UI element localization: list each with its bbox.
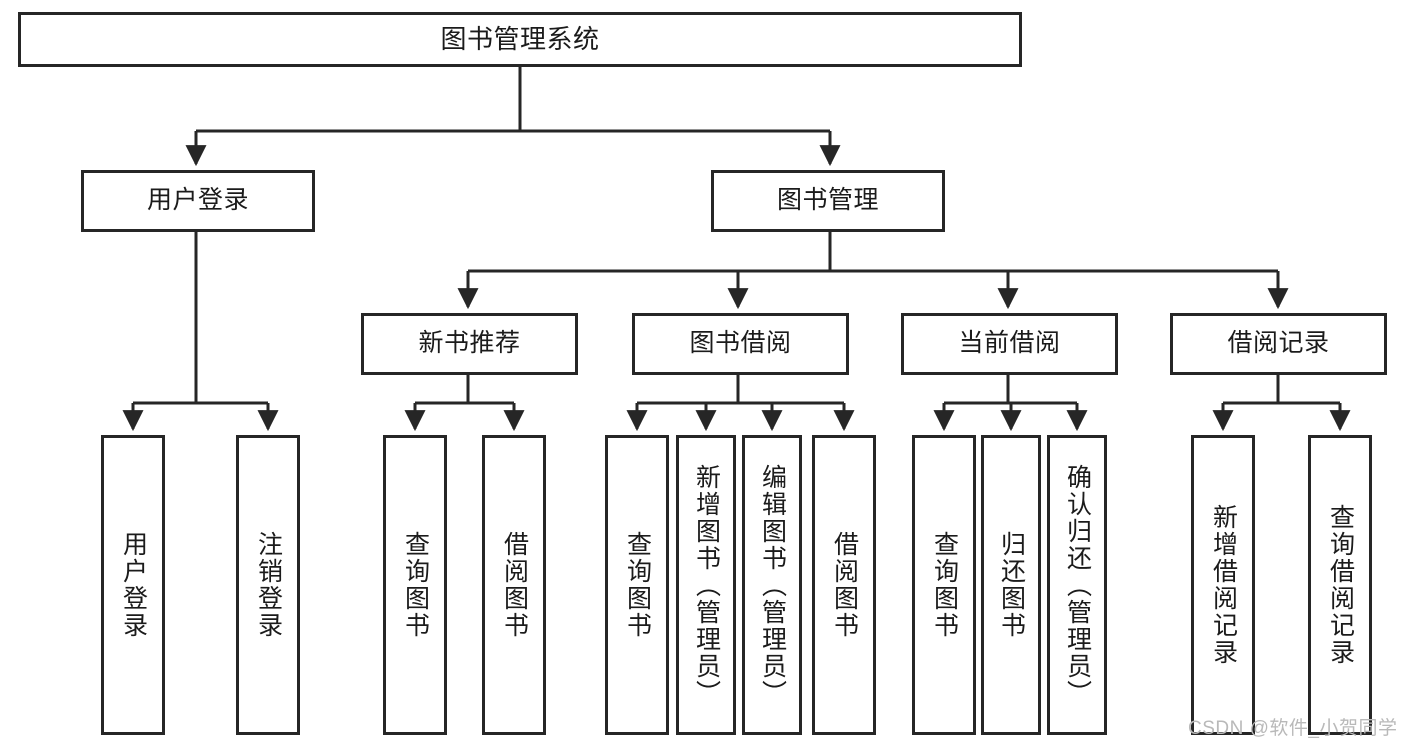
node-label: 新书推荐 (418, 329, 521, 358)
leaf-current-return-book[interactable]: 归还图书 (981, 435, 1041, 735)
node-new-book-recommend[interactable]: 新书推荐 (361, 313, 578, 375)
leaf-borrow-add-book-admin[interactable]: 新增图书（管理员） (676, 435, 736, 735)
leaf-recommend-query-book[interactable]: 查询图书 (383, 435, 447, 735)
node-label: 当前借阅 (958, 329, 1061, 358)
node-label: 图书借阅 (689, 329, 792, 358)
leaf-record-query-record[interactable]: 查询借阅记录 (1308, 435, 1372, 735)
node-root-system[interactable]: 图书管理系统 (18, 12, 1022, 67)
leaf-current-confirm-return-admin[interactable]: 确认归还（管理员） (1047, 435, 1107, 735)
node-label: 用户登录 (146, 186, 249, 215)
leaf-user-login-signout[interactable]: 注销登录 (236, 435, 300, 735)
node-label: 借阅记录 (1227, 329, 1330, 358)
node-label: 查询借阅记录 (1326, 504, 1355, 666)
node-user-login[interactable]: 用户登录 (81, 170, 315, 232)
leaf-borrow-borrow-book[interactable]: 借阅图书 (812, 435, 876, 735)
node-label: 借阅图书 (500, 531, 529, 639)
node-label: 查询图书 (401, 531, 430, 639)
csdn-watermark: CSDN @软件_小贺同学 (1188, 718, 1398, 739)
node-label: 归还图书 (997, 531, 1026, 639)
leaf-user-login-signin[interactable]: 用户登录 (101, 435, 165, 735)
node-label: 图书管理系统 (440, 24, 600, 55)
leaf-current-query-book[interactable]: 查询图书 (912, 435, 976, 735)
node-label: 图书管理 (776, 186, 879, 215)
node-label: 编辑图书（管理员） (758, 463, 787, 707)
node-label: 新增借阅记录 (1209, 504, 1238, 666)
node-label: 查询图书 (623, 531, 652, 639)
node-label: 用户登录 (119, 531, 148, 639)
node-borrow-record[interactable]: 借阅记录 (1170, 313, 1387, 375)
node-book-borrow[interactable]: 图书借阅 (632, 313, 849, 375)
node-label: 查询图书 (930, 531, 959, 639)
node-book-management[interactable]: 图书管理 (711, 170, 945, 232)
leaf-recommend-borrow-book[interactable]: 借阅图书 (482, 435, 546, 735)
leaf-borrow-edit-book-admin[interactable]: 编辑图书（管理员） (742, 435, 802, 735)
node-label: 借阅图书 (830, 531, 859, 639)
leaf-borrow-query-book[interactable]: 查询图书 (605, 435, 669, 735)
node-label: 确认归还（管理员） (1063, 463, 1092, 707)
node-label: 注销登录 (254, 531, 283, 639)
node-label: 新增图书（管理员） (692, 463, 721, 707)
leaf-record-add-record[interactable]: 新增借阅记录 (1191, 435, 1255, 735)
node-current-borrow[interactable]: 当前借阅 (901, 313, 1118, 375)
